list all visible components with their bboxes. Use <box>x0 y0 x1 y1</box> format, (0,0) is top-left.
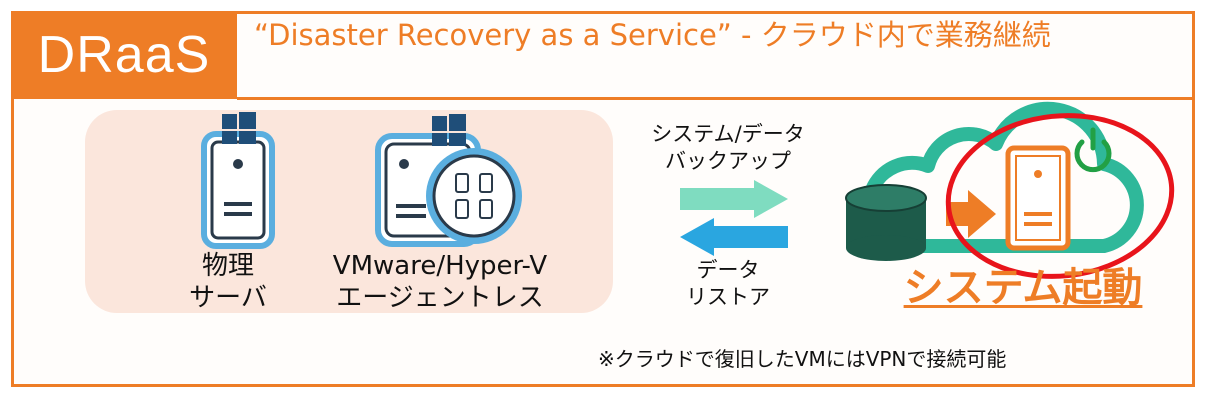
title-box: DRaaS <box>11 11 237 99</box>
windows-logo-icon <box>222 112 256 144</box>
backup-label: システム/データ バックアップ <box>651 122 805 173</box>
system-launch-label: システム起動 <box>903 265 1143 311</box>
launch-arrow-icon <box>946 190 996 238</box>
physical-server-label: 物理 サーバ <box>189 251 267 313</box>
virtual-host-label: VMware/Hyper-V エージェントレス <box>332 251 548 313</box>
power-icon <box>1074 127 1112 173</box>
virtual-host-icon <box>375 114 522 247</box>
restore-arrow <box>680 218 788 256</box>
highlight-circle <box>945 113 1175 279</box>
vpn-note: ※クラウドで復旧したVMにはVPNで接続可能 <box>598 347 1007 371</box>
physical-server-icon <box>201 112 275 249</box>
subtitle: “Disaster Recovery as a Service” - クラウド内… <box>254 18 1051 52</box>
cloud-server-icon <box>1005 145 1071 251</box>
title-divider <box>237 97 1195 100</box>
title: DRaaS <box>37 26 211 84</box>
restore-label: データ リストア <box>686 258 770 309</box>
backup-arrow <box>680 180 788 218</box>
cloud-recovery-illustration <box>845 101 1175 279</box>
database-icon <box>845 184 927 261</box>
source-panel <box>85 110 613 313</box>
windows-logo-icon <box>432 114 466 146</box>
